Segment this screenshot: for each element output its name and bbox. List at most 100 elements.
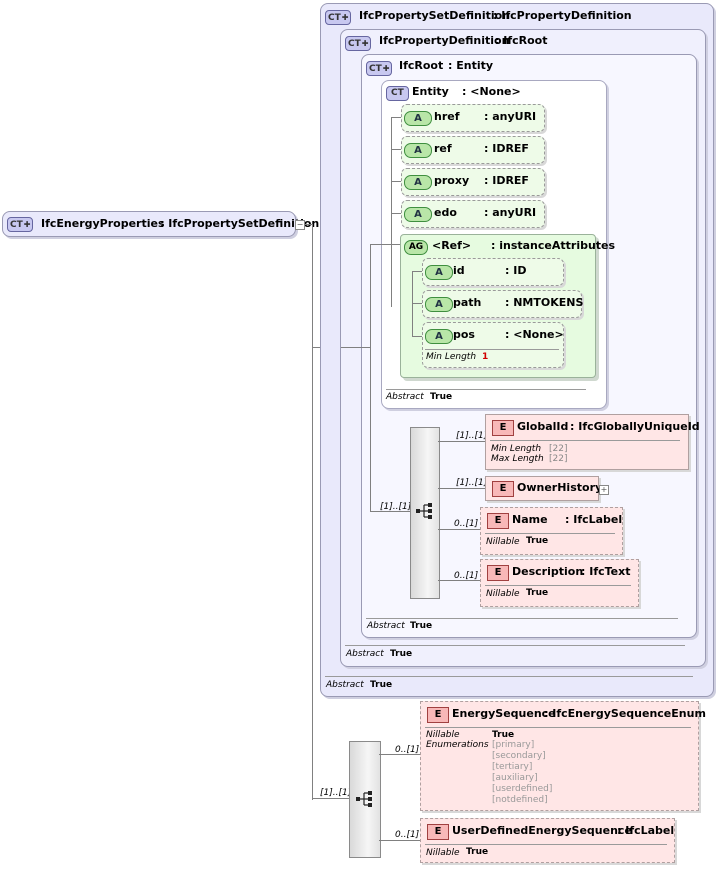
attribute-proxy[interactable]: A proxy : IDREF [401,168,545,196]
element-energysequence[interactable]: E EnergySequence : IfcEnergySequenceEnum… [420,701,706,811]
element-globalid[interactable]: E GlobalId : IfcGloballyUniqueId Min Len… [485,414,700,470]
enum-value: [tertiary] [492,762,533,772]
element-name: OwnerHistory [517,481,603,494]
element-name: Description [512,565,584,578]
propset-name: IfcPropertySetDefinition [359,9,511,22]
attribute-icon: A [425,297,453,312]
element-type: : IfcLabel [565,513,623,526]
separator [366,618,678,619]
attribute-path[interactable]: A path : NMTOKENS [422,290,583,318]
connector-line [391,244,401,245]
attribute-href[interactable]: A href : anyURI [401,104,545,132]
connector-line [391,117,401,118]
separator [386,389,586,390]
attribute-ref[interactable]: A ref : IDREF [401,136,545,164]
element-cardinality: 0..[1] [454,571,479,581]
nillable-label: Nillable [486,537,520,547]
sequence-cardinality: [1]..[1] [380,502,412,512]
element-type: : IfcLabel [617,824,675,837]
attribute-group-icon: AG [404,240,428,255]
sequence-icon [416,503,432,519]
element-cardinality: [1]..[1] [456,478,488,488]
attribute-icon: A [425,265,453,280]
abstract-label: Abstract [346,649,384,659]
abstract-value: True [370,680,393,690]
ifcroot-base: : Entity [448,59,494,72]
connector-line [312,798,349,799]
abstract-label: Abstract [326,680,364,690]
attribute-pos[interactable]: A pos : <None> Min Length 1 [422,322,564,368]
nillable-value: True [526,536,549,546]
element-icon: E [492,420,514,436]
element-name: UserDefinedEnergySequence [452,824,632,837]
enum-value: [notdefined] [492,795,548,805]
nillable-label: Nillable [426,730,460,740]
element-icon: E [492,481,514,497]
separator [425,844,667,845]
separator [485,585,631,586]
enumerations-label: Enumerations [426,740,489,750]
separator [425,349,559,350]
separator [425,727,691,728]
attribute-id[interactable]: A id : ID [422,258,564,286]
element-type: : IfcEnergySequenceEnum [544,707,706,720]
entity-name: Entity [412,85,449,98]
connector-line [391,149,401,150]
sequence-compositor[interactable] [349,741,381,858]
element-name-field[interactable]: E Name : IfcLabel Nillable True [480,507,623,555]
min-length-label: Min Length [491,444,542,454]
element-icon: E [427,707,449,723]
separator [345,645,685,646]
connector-line [370,511,411,512]
attribute-type: : ID [505,264,527,277]
connector-line [370,244,371,512]
separator [490,440,680,441]
attribute-name: edo [434,206,457,219]
attribute-name: ref [434,142,452,155]
root-type-box[interactable]: CT✚ IfcEnergyProperties : IfcPropertySet… [2,211,319,237]
attribute-icon: A [425,329,453,344]
enum-value: [userdefined] [492,784,553,794]
connector-line [370,244,391,245]
element-cardinality: 0..[1] [395,830,420,840]
collapse-toggle-icon[interactable]: − [295,220,305,230]
entity-base: : <None> [462,85,521,98]
element-description[interactable]: E Description : IfcText Nillable True [480,559,639,607]
connector-line [412,303,422,304]
connector-line [412,271,413,337]
attribute-type: : <None> [505,328,564,341]
abstract-value: True [430,392,453,402]
connector-line [391,213,401,214]
attribute-name: proxy [434,174,470,187]
max-length-label: Max Length [491,454,544,464]
complex-type-icon: CT✚ [366,61,393,76]
attribute-name: pos [453,328,475,341]
element-ownerhistory[interactable]: E OwnerHistory [485,476,603,501]
nillable-value: True [526,588,549,598]
element-icon: E [487,513,509,529]
connector-line [312,224,313,800]
min-length-label: Min Length [426,352,477,362]
element-cardinality: 0..[1] [454,519,479,529]
attribute-group-type: : instanceAttributes [491,239,616,252]
element-cardinality: 0..[1] [395,745,420,755]
connector-line [391,181,401,182]
complex-type-icon: CT [386,86,409,101]
attribute-name: path [453,296,482,309]
attribute-edo[interactable]: A edo : anyURI [401,200,545,228]
propset-base: : IfcPropertyDefinition [493,9,632,22]
sequence-compositor[interactable] [410,427,440,599]
nillable-value: True [466,847,489,857]
abstract-value: True [410,621,433,631]
min-length-value: [22] [549,444,568,454]
separator [325,676,693,677]
root-type-name: IfcEnergyProperties [41,217,165,230]
expand-toggle-icon[interactable]: + [599,485,609,495]
element-userdefinedenergysequence[interactable]: E UserDefinedEnergySequence : IfcLabel N… [420,818,675,863]
sequence-icon [356,791,372,807]
abstract-label: Abstract [367,621,405,631]
element-type: : IfcGloballyUniqueId [570,420,700,433]
attribute-group-name: <Ref> [432,239,472,252]
connector-line [304,224,312,225]
propdef-base: : IfcRoot [495,34,548,47]
